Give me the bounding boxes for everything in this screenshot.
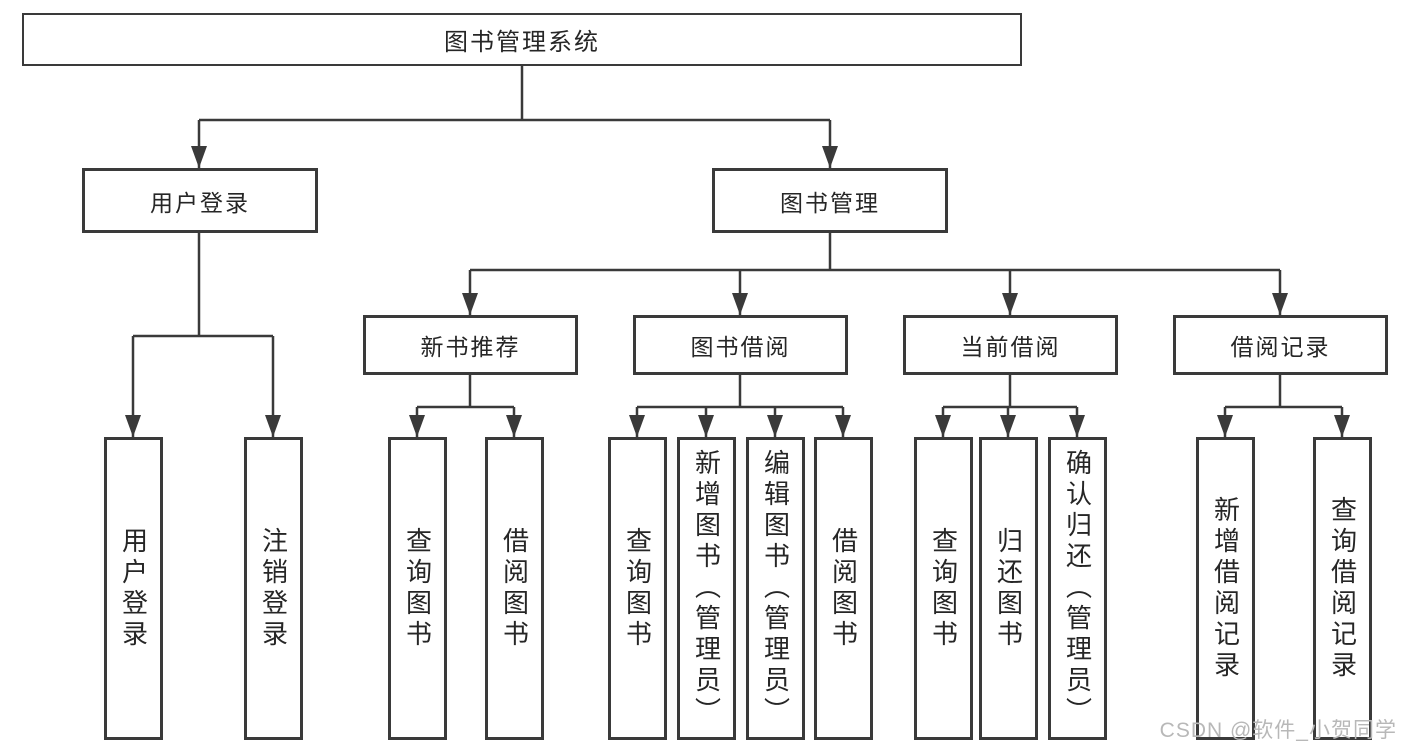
leaf-bw-add-books-admin: 新增图书（管理员） (677, 437, 736, 740)
node-root-label: 图书管理系统 (444, 29, 600, 56)
node-borrow-records-label: 借阅记录 (1230, 334, 1331, 360)
leaf-logout: 注销登录 (244, 437, 303, 740)
leaf-rec-add-record: 新增借阅记录 (1196, 437, 1255, 740)
leaf-bw-edit-books-admin: 编辑图书（管理员） (746, 437, 805, 740)
leaf-user-login: 用户登录 (104, 437, 163, 740)
leaf-cur-confirm-return-admin: 确认归还（管理员） (1048, 437, 1107, 740)
node-book-management: 图书管理 (712, 168, 948, 233)
node-user-login-label: 用户登录 (150, 189, 250, 216)
node-current-borrow-label: 当前借阅 (960, 334, 1061, 360)
leaf-nb-borrow-books: 借阅图书 (485, 437, 544, 740)
leaf-user-login-label: 用户登录 (118, 526, 149, 651)
leaf-rec-add-record-label: 新增借阅记录 (1210, 495, 1241, 682)
node-new-book-recommend: 新书推荐 (363, 315, 578, 375)
leaf-bw-query-books-label: 查询图书 (622, 526, 653, 651)
leaf-rec-query-record: 查询借阅记录 (1313, 437, 1372, 740)
leaf-cur-return-books: 归还图书 (979, 437, 1038, 740)
node-new-book-recommend-label: 新书推荐 (420, 334, 521, 360)
leaf-bw-edit-books-admin-label: 编辑图书（管理员） (760, 449, 791, 728)
leaf-bw-borrow-books: 借阅图书 (814, 437, 873, 740)
leaf-rec-query-record-label: 查询借阅记录 (1327, 495, 1358, 682)
node-book-management-label: 图书管理 (780, 189, 880, 216)
node-book-borrow-label: 图书借阅 (690, 334, 791, 360)
leaf-bw-add-books-admin-label: 新增图书（管理员） (691, 449, 722, 728)
leaf-nb-borrow-books-label: 借阅图书 (499, 526, 530, 651)
leaf-bw-query-books: 查询图书 (608, 437, 667, 740)
node-user-login: 用户登录 (82, 168, 318, 233)
node-root: 图书管理系统 (22, 13, 1022, 66)
leaf-nb-query-books: 查询图书 (388, 437, 447, 740)
csdn-watermark: CSDN @软件_小贺同学 (1159, 719, 1397, 742)
leaf-bw-borrow-books-label: 借阅图书 (828, 526, 859, 651)
leaf-cur-query-books-label: 查询图书 (928, 526, 959, 651)
leaf-cur-confirm-return-admin-label: 确认归还（管理员） (1062, 449, 1093, 728)
leaf-nb-query-books-label: 查询图书 (402, 526, 433, 651)
node-borrow-records: 借阅记录 (1173, 315, 1388, 375)
leaf-logout-label: 注销登录 (258, 526, 289, 651)
node-current-borrow: 当前借阅 (903, 315, 1118, 375)
node-book-borrow: 图书借阅 (633, 315, 848, 375)
leaf-cur-query-books: 查询图书 (914, 437, 973, 740)
leaf-cur-return-books-label: 归还图书 (993, 526, 1024, 651)
